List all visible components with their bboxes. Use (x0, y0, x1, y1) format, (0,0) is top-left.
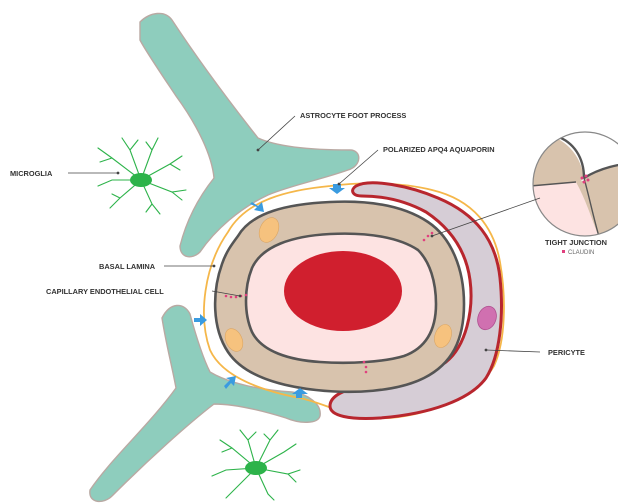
label-basal-lamina: BASAL LAMINA (99, 262, 156, 271)
label-microglia: MICROGLIA (10, 169, 53, 178)
label-pericyte: PERICYTE (548, 348, 585, 357)
microglia-cell-bottom (212, 430, 300, 500)
red-blood-cell (284, 251, 402, 331)
label-claudin: CLAUDIN (568, 250, 594, 256)
microglia-cell-top (98, 138, 186, 214)
tight-junction-zoom (530, 130, 618, 240)
label-capillary-endothelial-cell: CAPILLARY ENDOTHELIAL CELL (46, 287, 164, 296)
label-astrocyte-foot-process: ASTROCYTE FOOT PROCESS (300, 111, 406, 120)
label-polarized-aquaporin: POLARIZED APQ4 AQUAPORIN (383, 145, 495, 154)
label-tight-junction: TIGHT JUNCTION (545, 238, 607, 247)
claudin-legend-swatch (562, 250, 565, 253)
